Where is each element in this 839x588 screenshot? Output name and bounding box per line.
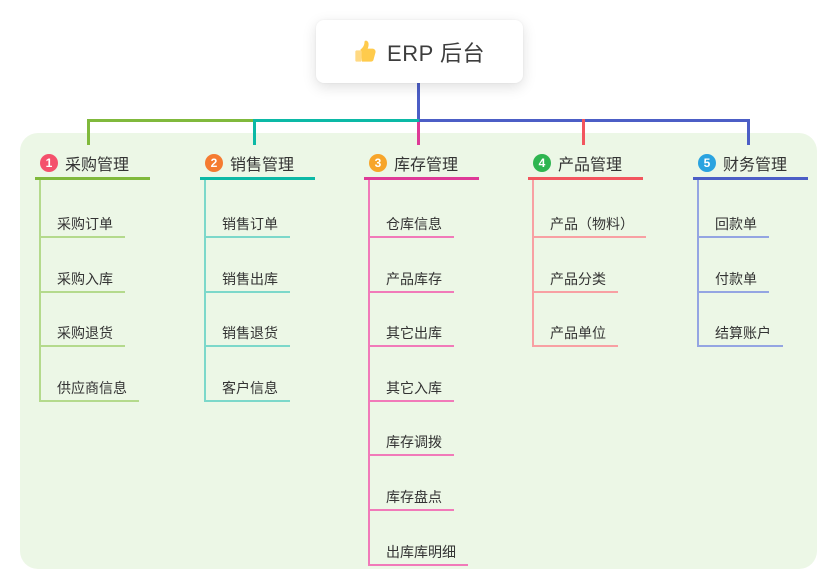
branch-5-drop-line — [747, 119, 750, 145]
branch-1-title: 采购管理 — [65, 157, 130, 174]
child-node[interactable]: 产品分类 — [532, 269, 618, 293]
branch-5-header[interactable]: 5 财务管理 — [693, 149, 808, 180]
branch-4-header[interactable]: 4 产品管理 — [528, 149, 643, 180]
branch-2-title: 销售管理 — [230, 157, 295, 174]
branch-3-title: 库存管理 — [394, 157, 459, 174]
child-node[interactable]: 采购订单 — [39, 214, 125, 238]
child-node[interactable]: 结算账户 — [697, 323, 783, 347]
branch-5-title: 财务管理 — [723, 157, 788, 174]
branch-3-header[interactable]: 3 库存管理 — [364, 149, 479, 180]
connector-teal-segment — [253, 119, 419, 122]
branch-2-drop-line — [253, 119, 256, 145]
branch-3-drop-line — [417, 122, 420, 145]
child-node[interactable]: 产品库存 — [368, 269, 454, 293]
branches-panel — [20, 133, 817, 569]
child-node[interactable]: 采购入库 — [39, 269, 125, 293]
branch-4-badge: 4 — [533, 154, 551, 172]
connector-green-segment — [87, 119, 256, 122]
child-node[interactable]: 产品单位 — [532, 323, 618, 347]
child-node[interactable]: 销售退货 — [204, 323, 290, 347]
branch-2-badge: 2 — [205, 154, 223, 172]
branch-5-child-line — [697, 180, 699, 347]
root-node[interactable]: ERP 后台 — [316, 20, 523, 83]
branch-2-header[interactable]: 2 销售管理 — [200, 149, 315, 180]
child-node[interactable]: 销售出库 — [204, 269, 290, 293]
child-node[interactable]: 库存调拨 — [368, 432, 454, 456]
child-node[interactable]: 其它入库 — [368, 378, 454, 402]
thumbs-up-icon — [354, 40, 378, 64]
child-node[interactable]: 客户信息 — [204, 378, 290, 402]
child-node[interactable]: 产品（物料） — [532, 214, 646, 238]
branch-3-badge: 3 — [369, 154, 387, 172]
child-node[interactable]: 采购退货 — [39, 323, 125, 347]
child-node[interactable]: 出库库明细 — [368, 542, 468, 566]
child-node[interactable]: 付款单 — [697, 269, 769, 293]
branch-1-badge: 1 — [40, 154, 58, 172]
child-node[interactable]: 销售订单 — [204, 214, 290, 238]
branch-5-badge: 5 — [698, 154, 716, 172]
child-node[interactable]: 供应商信息 — [39, 378, 139, 402]
branch-1-drop-line — [87, 119, 90, 145]
branch-4-child-line — [532, 180, 534, 347]
child-node[interactable]: 其它出库 — [368, 323, 454, 347]
root-stem-line — [417, 83, 420, 121]
child-node[interactable]: 库存盘点 — [368, 487, 454, 511]
child-node[interactable]: 回款单 — [697, 214, 769, 238]
branch-4-title: 产品管理 — [558, 157, 623, 174]
root-label: ERP 后台 — [387, 40, 485, 66]
branch-1-header[interactable]: 1 采购管理 — [35, 149, 150, 180]
branch-4-drop-line — [582, 119, 585, 145]
child-node[interactable]: 仓库信息 — [368, 214, 454, 238]
branch-3-child-line — [368, 180, 370, 566]
